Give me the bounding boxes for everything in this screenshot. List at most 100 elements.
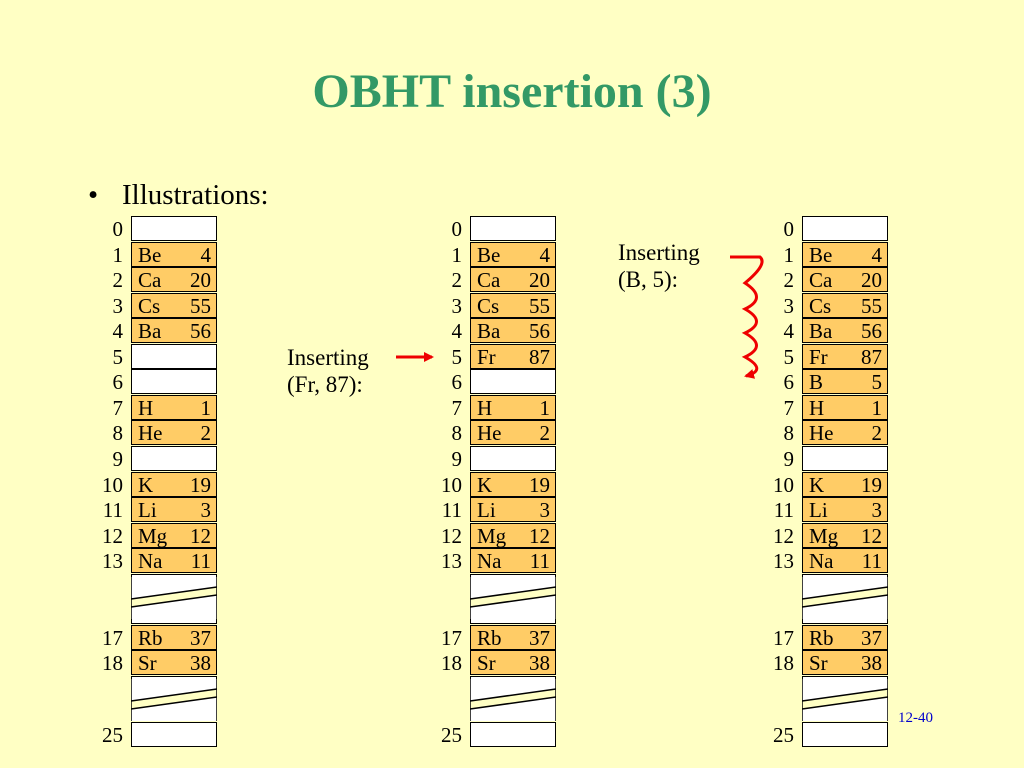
entry-key: H bbox=[809, 396, 825, 420]
bucket-cell-filled: Cs 55 bbox=[802, 293, 888, 318]
bucket-index: 4 bbox=[451, 319, 463, 343]
bucket-index: 6 bbox=[783, 370, 795, 394]
bucket-index: 3 bbox=[783, 294, 795, 318]
bucket-index: 8 bbox=[112, 421, 124, 445]
bucket-index: 10 bbox=[773, 473, 794, 497]
bucket-index: 10 bbox=[441, 473, 462, 497]
table-break bbox=[469, 577, 557, 619]
entry-value: 20 bbox=[529, 268, 550, 292]
bucket-index: 10 bbox=[102, 473, 123, 497]
entry-value: 19 bbox=[190, 473, 211, 497]
entry-key: Sr bbox=[477, 651, 496, 675]
entry-key: K bbox=[809, 473, 825, 497]
bucket-index: 18 bbox=[773, 651, 794, 675]
entry-value: 56 bbox=[190, 319, 211, 343]
entry-value: 12 bbox=[190, 524, 211, 548]
entry-key: Sr bbox=[138, 651, 157, 675]
bucket-index: 0 bbox=[451, 217, 463, 241]
break-lines bbox=[130, 577, 218, 619]
entry-value: 11 bbox=[190, 549, 211, 573]
bucket-cell-empty bbox=[470, 216, 556, 241]
bucket-index: 7 bbox=[112, 396, 124, 420]
break-lines bbox=[130, 679, 218, 721]
bucket-index: 5 bbox=[112, 345, 124, 369]
entry-key: Na bbox=[809, 549, 834, 573]
bucket-cell-filled: Na 11 bbox=[802, 548, 888, 573]
entry-value: 37 bbox=[190, 626, 211, 650]
entry-value: 1 bbox=[871, 396, 883, 420]
entry-value: 37 bbox=[529, 626, 550, 650]
bucket-index: 13 bbox=[441, 549, 462, 573]
bucket-index: 8 bbox=[783, 421, 795, 445]
entry-key: He bbox=[477, 421, 502, 445]
entry-key: Li bbox=[477, 498, 496, 522]
break-lines bbox=[469, 577, 557, 619]
entry-value: 5 bbox=[871, 370, 883, 394]
bucket-index: 2 bbox=[783, 268, 795, 292]
entry-value: 11 bbox=[529, 549, 550, 573]
bullet-item: •Illustrations: bbox=[88, 181, 269, 210]
bucket-index: 7 bbox=[783, 396, 795, 420]
entry-value: 87 bbox=[861, 345, 882, 369]
bucket-index: 0 bbox=[783, 217, 795, 241]
entry-value: 19 bbox=[529, 473, 550, 497]
bucket-index: 13 bbox=[773, 549, 794, 573]
slide-title: OBHT insertion (3) bbox=[312, 65, 712, 118]
entry-value: 12 bbox=[529, 524, 550, 548]
entry-key: Rb bbox=[809, 626, 834, 650]
bucket-index: 25 bbox=[441, 723, 462, 747]
bucket-cell-empty bbox=[470, 446, 556, 471]
entry-value: 87 bbox=[529, 345, 550, 369]
bucket-index: 12 bbox=[773, 524, 794, 548]
bucket-index: 12 bbox=[441, 524, 462, 548]
bucket-cell-empty bbox=[131, 446, 217, 471]
break-lines bbox=[469, 679, 557, 721]
entry-key: Ca bbox=[138, 268, 162, 292]
entry-key: Rb bbox=[477, 626, 502, 650]
bucket-index: 7 bbox=[451, 396, 463, 420]
entry-value: 20 bbox=[190, 268, 211, 292]
entry-key: Be bbox=[477, 243, 501, 267]
table-break bbox=[130, 679, 218, 721]
entry-value: 55 bbox=[529, 294, 550, 318]
entry-key: Na bbox=[138, 549, 163, 573]
bucket-index: 17 bbox=[102, 626, 123, 650]
entry-value: 4 bbox=[200, 243, 212, 267]
entry-value: 11 bbox=[861, 549, 882, 573]
bucket-index: 1 bbox=[112, 243, 124, 267]
bucket-index: 12 bbox=[102, 524, 123, 548]
slide-number: 12-40 bbox=[898, 710, 933, 726]
bucket-index: 25 bbox=[773, 723, 794, 747]
entry-value: 55 bbox=[861, 294, 882, 318]
bucket-cell-empty bbox=[131, 369, 217, 394]
bucket-index: 6 bbox=[112, 370, 124, 394]
entry-key: He bbox=[809, 421, 834, 445]
entry-key: Cs bbox=[809, 294, 832, 318]
entry-value: 20 bbox=[861, 268, 882, 292]
table-break bbox=[469, 679, 557, 721]
bucket-index: 4 bbox=[112, 319, 124, 343]
entry-value: 56 bbox=[861, 319, 882, 343]
zigzag-arrow-icon bbox=[730, 255, 764, 379]
entry-value: 1 bbox=[200, 396, 212, 420]
entry-value: 19 bbox=[861, 473, 882, 497]
entry-value: 1 bbox=[539, 396, 551, 420]
entry-key: Mg bbox=[477, 524, 507, 548]
entry-key: H bbox=[477, 396, 493, 420]
